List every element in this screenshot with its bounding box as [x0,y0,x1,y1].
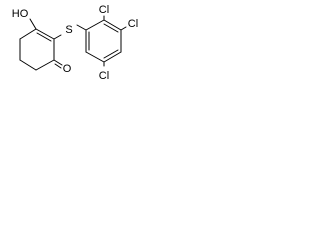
bond-c5-c6-double [36,32,52,42]
bond-a5-a6 [103,19,122,31]
trichlorophenyl-ring [76,15,127,67]
bond-c5-sulfur [53,34,62,40]
chloro-right-label: Cl [128,18,138,30]
bond-a6-a1 [85,19,105,31]
bond-c3-c4 [35,59,55,71]
carbonyl-oxygen-label: O [63,63,72,75]
bond-a3-a4-double [103,49,119,59]
bond-sulfur-aryl [76,24,87,31]
sulfur-label: S [65,24,72,36]
cyclohexenone-ring [19,18,63,71]
bond-carbonyl-double [54,63,62,69]
bond-a4-chloro-right [120,26,127,31]
chloro-bottom-label: Cl [99,70,109,82]
chemical-structure-diagram: HO S O Cl Cl Cl [12,4,138,82]
bond-a3-a4 [103,51,122,63]
hydroxy-label: HO [12,8,29,20]
bond-c5-c6 [35,28,55,40]
bond-a5-a6-double [103,23,119,33]
chloro-top-label: Cl [99,4,109,16]
bond-c2-c3 [19,59,37,71]
bond-c6-c1 [19,28,37,40]
bond-c6-hydroxy [29,18,37,30]
bond-c4-carbonyl [53,59,63,66]
bond-a2-a3 [85,51,105,63]
